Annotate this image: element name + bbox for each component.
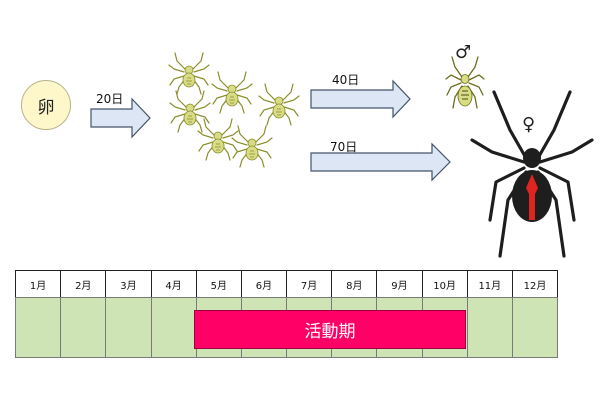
month-cell: 10月 (421, 270, 468, 298)
arrow-to-female (310, 142, 451, 182)
egg-circle: 卵 (21, 80, 71, 130)
calendar-table: 1月 2月 3月 4月 5月 6月 7月 8月 9月 10月 11月 12月 (15, 270, 559, 358)
month-cell: 8月 (331, 270, 378, 298)
calendar-cell (15, 297, 62, 358)
month-cell: 1月 (15, 270, 62, 298)
nymph-spider-icon (169, 90, 211, 133)
days-label-to-male: 40日 (332, 73, 360, 87)
month-cell: 11月 (466, 270, 513, 298)
active-period-label: 活動期 (304, 322, 356, 342)
female-symbol: ♀ (522, 114, 536, 135)
calendar-cell (466, 297, 513, 358)
calendar-cell (105, 297, 152, 358)
calendar-cell (150, 297, 197, 358)
month-cell: 12月 (511, 270, 559, 298)
month-cell: 9月 (376, 270, 423, 298)
female-spider-icon (470, 90, 594, 258)
month-cell: 6月 (240, 270, 288, 298)
nymph-spider-icon (258, 83, 300, 126)
month-cell: 4月 (150, 270, 197, 298)
male-symbol: ♂ (455, 42, 472, 63)
male-spider-icon (445, 56, 485, 109)
month-cell: 2月 (60, 270, 107, 298)
arrow-egg-to-nymph (90, 97, 151, 139)
days-label-to-female: 70日 (330, 140, 358, 154)
nymph-spider-icon (211, 71, 253, 114)
active-period-bar: 活動期 (194, 310, 466, 349)
nymph-spider-icon (197, 118, 239, 161)
calendar-header-row: 1月 2月 3月 4月 5月 6月 7月 8月 9月 10月 11月 12月 (15, 270, 559, 298)
arrow-to-male (310, 79, 411, 119)
month-cell: 3月 (105, 270, 152, 298)
nymph-spider-icon (168, 52, 210, 95)
month-cell: 5月 (195, 270, 242, 298)
month-cell: 7月 (286, 270, 333, 298)
days-label-egg-to-nymph: 20日 (96, 92, 124, 106)
calendar-cell (511, 297, 559, 358)
lifecycle-graphic (90, 52, 594, 258)
nymph-spider-icon (231, 125, 273, 168)
egg-label: 卵 (37, 97, 55, 118)
calendar-cell (60, 297, 107, 358)
